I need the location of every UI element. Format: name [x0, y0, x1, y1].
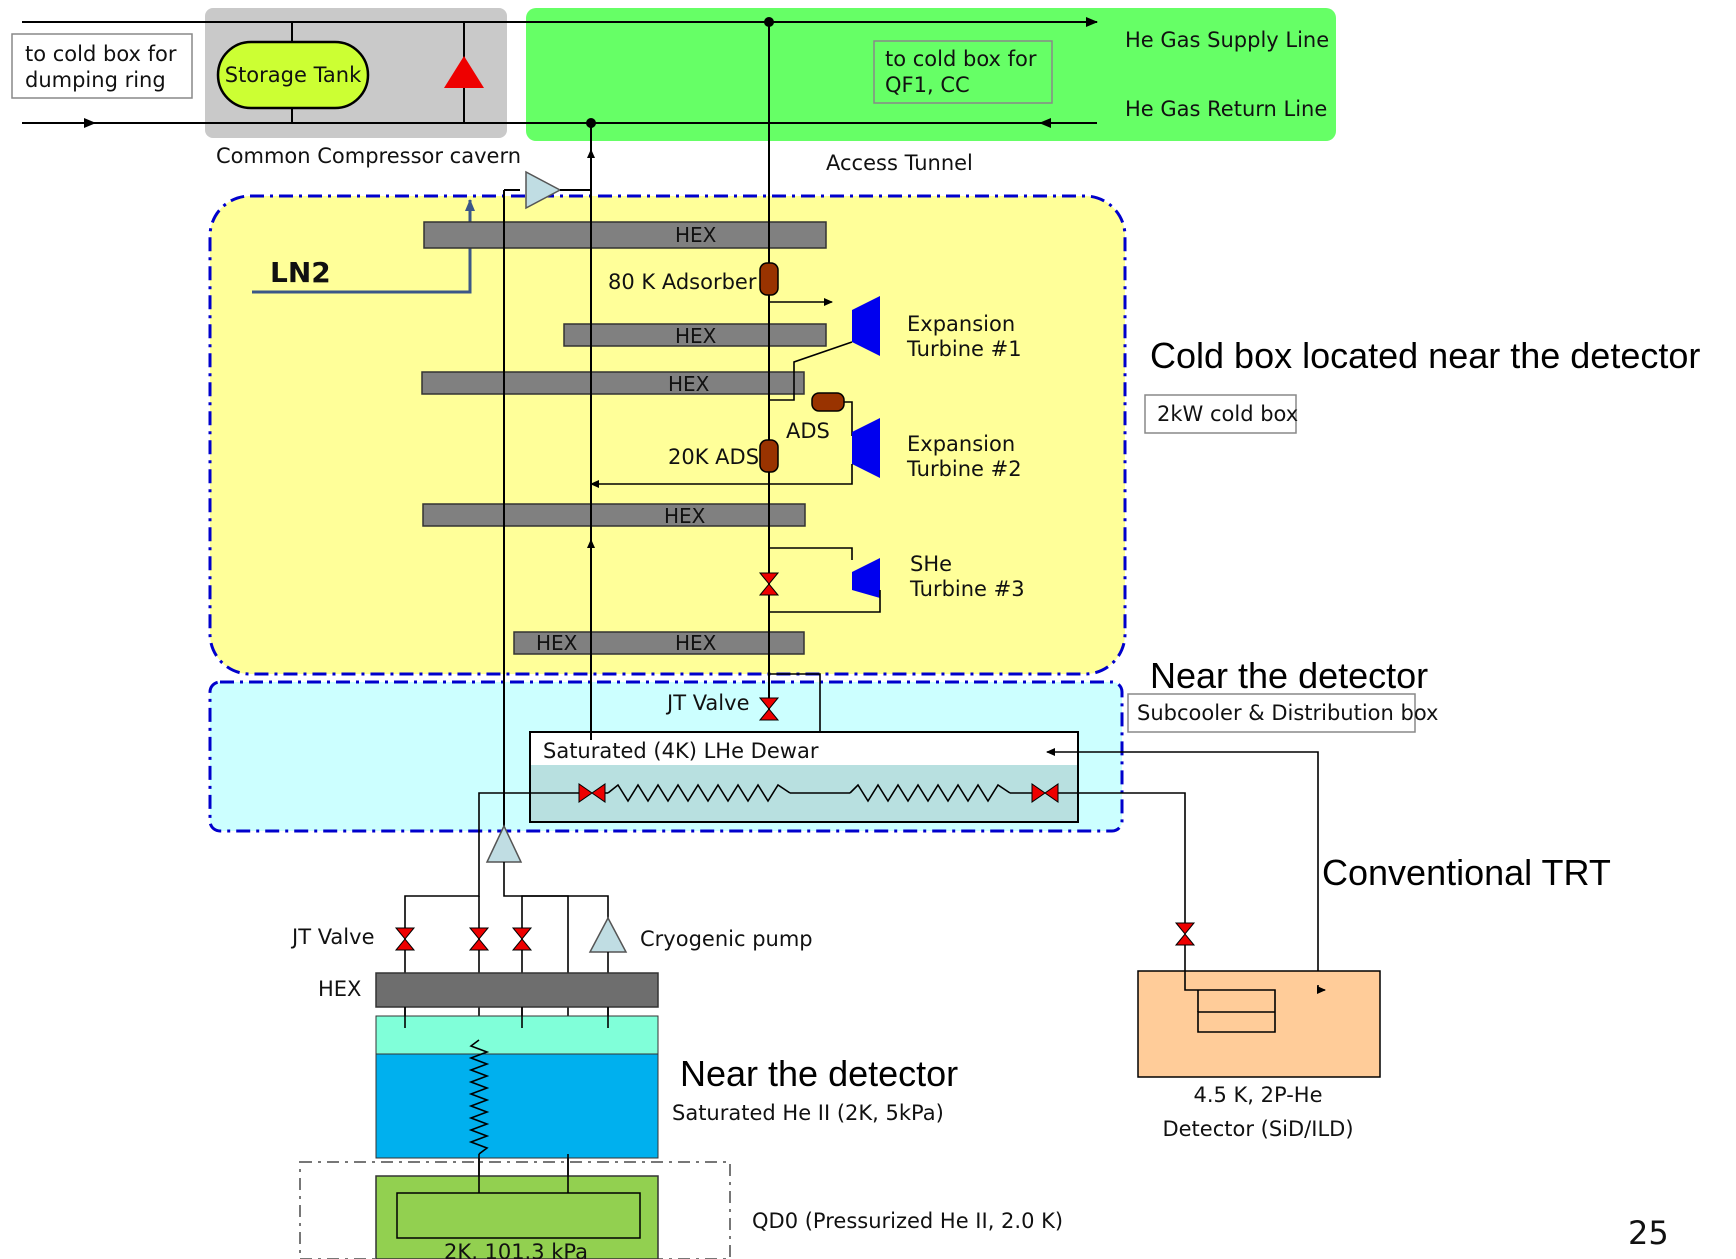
cryo-pump-upper-icon: [485, 824, 523, 863]
jt-valve-lower-1-icon: [394, 927, 416, 951]
hex-bar-5b-label: HEX: [675, 631, 717, 655]
dewar-out-to-detector: [1058, 792, 1186, 928]
storage-tank: [216, 40, 370, 110]
near-detector-heading-1: Near the detector: [1150, 655, 1428, 696]
detector-coil: [1184, 945, 1276, 1033]
hex-bar-1-label: HEX: [675, 223, 717, 247]
hex-bar-2: [563, 323, 827, 347]
he2-bath: [375, 1053, 659, 1159]
detector-temp-label: 4.5 K, 2P-He: [1193, 1083, 1322, 1107]
cold-box-2kw-box: [1144, 394, 1297, 434]
turbine-1-line1: Expansion: [907, 312, 1015, 336]
adsorber-20k: [759, 439, 779, 473]
cryogenic-pump-icon: [588, 916, 628, 953]
turbine-2-icon: [852, 418, 880, 478]
jt-valve-icon: [758, 697, 780, 721]
valve-turbine3-icon: [758, 572, 780, 596]
access-tunnel-label: Access Tunnel: [826, 151, 973, 175]
access-tunnel-region: [526, 8, 1336, 141]
turbine2-inlet: [844, 401, 853, 436]
page-number: 25: [1628, 1214, 1669, 1252]
turbine3-outlet: [769, 590, 881, 613]
ads-label: ADS: [786, 419, 830, 443]
hex-bar-5a-label: HEX: [536, 631, 578, 655]
detector-return-line: [1046, 748, 1319, 985]
qd0-label: QD0 (Pressurized He II, 2.0 K): [752, 1209, 1063, 1233]
turbine-1-icon: [852, 296, 880, 356]
subcooler-box: [1127, 693, 1416, 733]
common-compressor-label: Common Compressor cavern: [216, 144, 521, 168]
hex-bar-5: [513, 631, 805, 655]
cold-box-dumping-ring-box: [11, 33, 193, 99]
ln2-label: LN2: [270, 256, 331, 289]
turbine2-outlet: [590, 464, 853, 488]
adsorber-80k: [759, 262, 779, 296]
ads-20k-label: 20K ADS: [668, 445, 759, 469]
jt-branch-line: [404, 800, 480, 1028]
jt-valve-2-label: JT Valve: [290, 925, 374, 949]
qd0-inner-label: 2K, 101.3 kPa: [444, 1240, 588, 1259]
jt-valve-lower-2-icon: [468, 927, 490, 951]
detector-return-arrow: [1317, 985, 1326, 994]
saturated-he2-label: Saturated He II (2K, 5kPa): [672, 1101, 944, 1125]
cold-box-2kw-label: 2kW cold box: [1157, 402, 1298, 426]
hex-bar-3: [421, 371, 805, 395]
detector-box: [1137, 970, 1381, 1078]
cold-box-dumping-ring-line1: to cold box for: [25, 42, 177, 66]
ads-adsorber: [811, 392, 845, 412]
lhe-dewar-label: Saturated (4K) LHe Dewar: [543, 739, 819, 763]
coil-left: [607, 783, 791, 803]
turbine-3-icon: [852, 558, 880, 598]
hex-left-label: HEX: [318, 977, 361, 1001]
conventional-trt-label: Conventional TRT: [1322, 852, 1611, 893]
qd0-region: [299, 1161, 731, 1259]
hex-bar-4-label: HEX: [664, 504, 706, 528]
hex-bar-4: [422, 503, 806, 527]
cold-box-qf1-line1: to cold box for: [885, 47, 1037, 71]
dewar-left-out: [478, 792, 579, 800]
hex-bar-2-label: HEX: [675, 324, 717, 348]
detector-name-label: Detector (SiD/ILD): [1162, 1117, 1353, 1141]
hex-bar-lower: [375, 972, 659, 1008]
supply-junction-dot: [764, 17, 774, 27]
turbine-2-line1: Expansion: [907, 432, 1015, 456]
jt-valve-lower-3-icon: [511, 927, 533, 951]
detector-valve-icon: [1174, 922, 1196, 946]
subcooler-label: Subcooler & Distribution box: [1137, 701, 1438, 725]
jt-valve-label: JT Valve: [665, 691, 749, 715]
coil-right: [849, 783, 1011, 803]
qd0-inner-loop: [396, 1192, 641, 1239]
hex-bar-3-label: HEX: [668, 372, 710, 396]
cold-box-dumping-ring-line2: dumping ring: [25, 68, 166, 92]
turbine3-inlet: [769, 547, 853, 560]
adsorber-80k-label: 80 K Adsorber: [608, 270, 757, 294]
turbine-2-line2: Turbine #2: [906, 457, 1022, 481]
turbine-3-line1: SHe: [910, 552, 952, 576]
turbine-1-line2: Turbine #1: [906, 337, 1022, 361]
he2-vapour: [375, 1015, 659, 1055]
relief-valve-icon: [444, 56, 484, 88]
he-supply-label: He Gas Supply Line: [1125, 28, 1329, 52]
hex-bar-1: [423, 221, 827, 249]
storage-tank-label: Storage Tank: [225, 63, 362, 87]
near-detector-heading-2: Near the detector: [680, 1053, 958, 1094]
cold-box-qf1-box: [873, 40, 1053, 104]
turbine1-outlet: [769, 341, 853, 401]
cold-box-qf1-line2: QF1, CC: [885, 73, 970, 97]
turbine-3-line2: Turbine #3: [909, 577, 1025, 601]
cold-box-heading: Cold box located near the detector: [1150, 335, 1700, 376]
bath-coil: [468, 1039, 490, 1155]
qd0-magnet: [375, 1175, 659, 1259]
he-return-label: He Gas Return Line: [1125, 97, 1327, 121]
warm-compressor-icon: [525, 170, 562, 210]
cold-box-region: [208, 194, 1127, 676]
return-junction-dot: [586, 118, 596, 128]
cryogenic-pump-label: Cryogenic pump: [640, 927, 813, 951]
